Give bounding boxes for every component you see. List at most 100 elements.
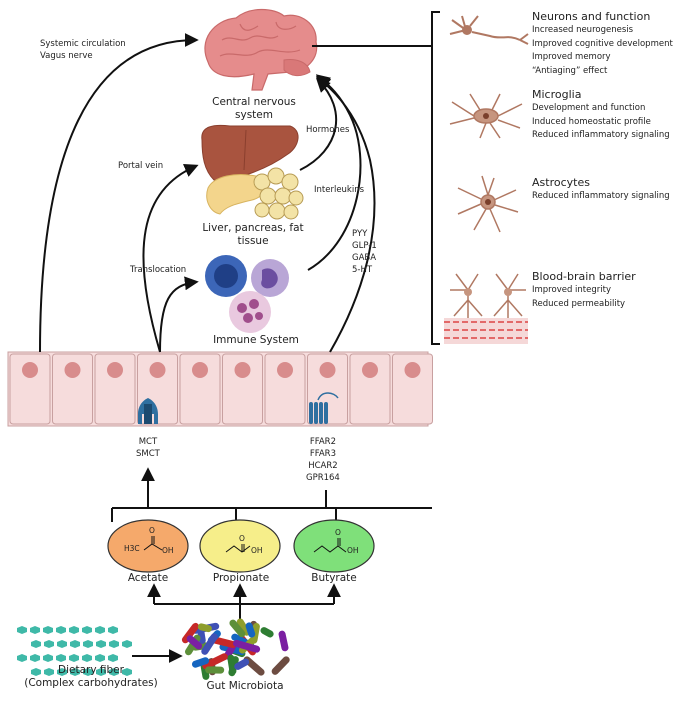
cell-nucleus: [149, 362, 166, 378]
gut-microbiota-icon: [181, 618, 290, 680]
fiber-monomer: [122, 668, 132, 676]
mediator-5ht: 5-HT: [352, 265, 373, 275]
acetate-oh-label: OH: [162, 546, 174, 555]
propionate-label: Propionate: [212, 572, 270, 584]
fiber-monomer: [17, 654, 27, 662]
dietary-fiber-label: Dietary fiber (Complex carbohydrates): [16, 664, 166, 690]
epithelial-cell: [179, 353, 221, 425]
fiber-monomer: [57, 668, 67, 676]
effects-bracket: [431, 11, 440, 345]
cell-nucleus: [404, 362, 421, 378]
dietary-fiber-subtitle: (Complex carbohydrates): [24, 677, 158, 689]
bacterium: [197, 623, 212, 633]
effect-neurons-item: Increased neurogenesis: [532, 25, 634, 35]
effect-astrocytes-title: Astrocytes: [532, 176, 590, 189]
cell-nucleus: [362, 362, 378, 378]
butyrate-label: Butyrate: [311, 572, 357, 584]
gpr164-label: GPR164: [306, 473, 340, 483]
mct-transporter-icon: [138, 398, 158, 424]
effect-neurons-title: Neurons and function: [532, 10, 651, 23]
mediator-pyy: PYY: [352, 229, 368, 239]
translocation-label: Translocation: [130, 265, 187, 275]
cell-nucleus: [64, 362, 81, 378]
hcar2-label: HCAR2: [308, 461, 338, 471]
propionate-oh-label: OH: [251, 546, 263, 555]
fiber-monomer: [96, 640, 106, 648]
receptor-labels: FFAR2 FFAR3 HCAR2 GPR164: [306, 436, 340, 484]
fiber-monomer: [30, 626, 40, 634]
cell-nucleus: [319, 362, 336, 378]
cell-nucleus: [107, 362, 123, 378]
systemic-label-group: Systemic circulation Vagus nerve: [40, 38, 126, 62]
bacterium: [181, 622, 199, 644]
fiber-monomer: [83, 640, 93, 648]
fiber-monomer: [82, 654, 92, 662]
cell-nucleus: [234, 362, 251, 378]
hormones-label: Hormones: [306, 125, 350, 135]
bacterium: [186, 635, 203, 650]
neuron-icon: [449, 15, 529, 45]
effect-neurons-item: Improved memory: [532, 52, 611, 62]
cell-nucleus: [22, 362, 38, 378]
effect-microglia-item: Induced homeostatic profile: [532, 116, 651, 127]
ffar2-label: FFAR2: [309, 437, 336, 447]
immune-label: Immune System: [213, 334, 299, 346]
bacterium: [278, 630, 289, 652]
fiber-monomer: [109, 668, 119, 676]
epithelial-cell: [94, 353, 136, 425]
epithelial-cell: [264, 353, 306, 425]
effect-bbb-item: Reduced permeability: [532, 298, 626, 309]
fiber-monomer: [95, 626, 105, 634]
bacterium: [202, 653, 228, 670]
fiber-monomer: [95, 654, 105, 662]
effect-astrocytes: Astrocytes Reduced inflammatory signalin…: [532, 176, 670, 204]
vagus-nerve-label: Vagus nerve: [40, 51, 93, 61]
ffar3-label: FFAR3: [309, 449, 336, 459]
microglia-icon: [449, 93, 523, 139]
effect-bbb-title: Blood-brain barrier: [532, 270, 636, 283]
bacterium: [233, 639, 261, 653]
butyrate-oh-label: OH: [347, 546, 359, 555]
bacterium: [234, 658, 250, 670]
effect-microglia-title: Microglia: [532, 88, 582, 101]
bacterium: [228, 656, 239, 677]
mct-labels: MCT SMCT: [136, 436, 160, 460]
astrocyte-icon: [457, 175, 519, 233]
gut-microbiota-label: Gut Microbiota: [206, 680, 284, 692]
fiber-monomer: [30, 654, 40, 662]
butyrate-o-label: O: [335, 528, 341, 537]
effect-neurons-item: Improved cognitive development: [532, 38, 673, 49]
acetate-h3c-label: H3C: [124, 544, 140, 553]
mediator-gaba: GABA: [352, 253, 377, 263]
fiber-monomer: [83, 668, 93, 676]
epithelial-cell: [9, 353, 51, 425]
epithelial-cell: [349, 353, 391, 425]
effect-bbb: Blood-brain barrier Improved integrity R…: [532, 270, 636, 311]
bacterium: [245, 622, 256, 638]
acetate-label: Acetate: [127, 572, 169, 584]
fiber-monomer: [57, 640, 67, 648]
smct-label: SMCT: [136, 449, 160, 459]
effect-microglia-item: Development and function: [532, 103, 646, 113]
bacterium: [191, 657, 210, 668]
fiber-monomer: [108, 626, 118, 634]
fiber-monomer: [31, 668, 41, 676]
fiber-monomer: [31, 640, 41, 648]
effect-astrocytes-item: Reduced inflammatory signaling: [532, 191, 670, 201]
epithelial-cell: [52, 353, 93, 425]
gut-epithelium: [7, 351, 433, 427]
dietary-fiber-icon: [17, 626, 132, 676]
fiber-monomer: [17, 626, 27, 634]
cns-label: Central nervous system: [212, 96, 296, 121]
mct-label: MCT: [138, 437, 158, 447]
immune-cells-icon: [205, 255, 289, 333]
brain-icon: [204, 8, 318, 91]
propionate-o-label: O: [239, 534, 245, 543]
bacterium: [201, 633, 218, 655]
effect-neurons: Neurons and function Increased neurogene…: [532, 10, 673, 78]
pathway-arrows: [39, 33, 432, 663]
fiber-monomer: [109, 640, 119, 648]
fiber-monomer: [56, 654, 66, 662]
